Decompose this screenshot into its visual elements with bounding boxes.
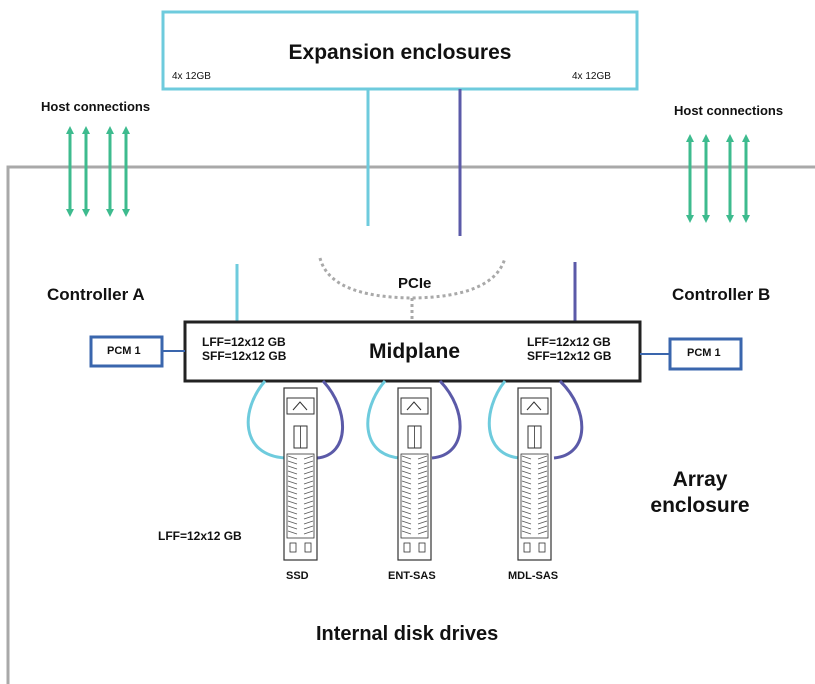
drive-led (523, 542, 531, 553)
expansion-left-port: 4x 12GB (172, 71, 211, 82)
drive-ssd (283, 387, 318, 561)
internal-drives-label: Internal disk drives (316, 623, 499, 645)
midplane-right-sff: SFF=12x12 GB (527, 349, 612, 363)
lff-note: LFF=12x12 GB (158, 529, 242, 543)
drive-led (418, 542, 426, 553)
drive-ent-sas (397, 387, 432, 561)
drive-led (304, 542, 312, 553)
array-enclosure-label: Array enclosure (640, 467, 760, 519)
midplane-title: Midplane (369, 340, 461, 363)
midplane-left-lff: LFF=12x12 GB (202, 335, 286, 349)
expansion-title: Expansion enclosures (288, 41, 512, 64)
midplane-right-config: LFF=12x12 GB SFF=12x12 GB (527, 335, 611, 363)
controller-b-label: Controller B (672, 285, 771, 304)
midplane-right-lff: LFF=12x12 GB (527, 335, 611, 349)
pcie-arc (318, 257, 507, 300)
array-enclosure-line2: enclosure (650, 494, 750, 517)
pcm-right-label: PCM 1 (687, 347, 721, 359)
drive-label-ent-sas: ENT-SAS (388, 570, 436, 582)
array-enclosure-line1: Array (672, 468, 728, 491)
array-enclosure-outline (6, 165, 815, 684)
expansion-enclosure-box (161, 10, 639, 91)
drive-label-mdl-sas: MDL-SAS (508, 570, 559, 582)
drive-led (289, 542, 297, 553)
host-arrows-left (66, 126, 130, 217)
drive-label-ssd: SSD (286, 570, 309, 582)
drive-latch (400, 397, 429, 415)
host-arrows-right (686, 134, 750, 223)
host-connections-left-label: Host connections (41, 99, 151, 114)
host-connections-right-label: Host connections (674, 103, 784, 118)
drive-latch (520, 397, 549, 415)
controller-a-label: Controller A (47, 285, 145, 304)
pcm-left-label: PCM 1 (107, 345, 141, 357)
drive-led (403, 542, 411, 553)
pcm-right-box (668, 337, 743, 371)
drive-latch (286, 397, 315, 415)
pcie-label: PCIe (398, 275, 432, 292)
drive-mdl-sas (517, 387, 552, 561)
expansion-right-port: 4x 12GB (572, 71, 611, 82)
midplane-left-config: LFF=12x12 GB SFF=12x12 GB (202, 335, 286, 363)
midplane-left-sff: SFF=12x12 GB (202, 349, 287, 363)
drive-loops (246, 379, 584, 460)
drive-led (538, 542, 546, 553)
